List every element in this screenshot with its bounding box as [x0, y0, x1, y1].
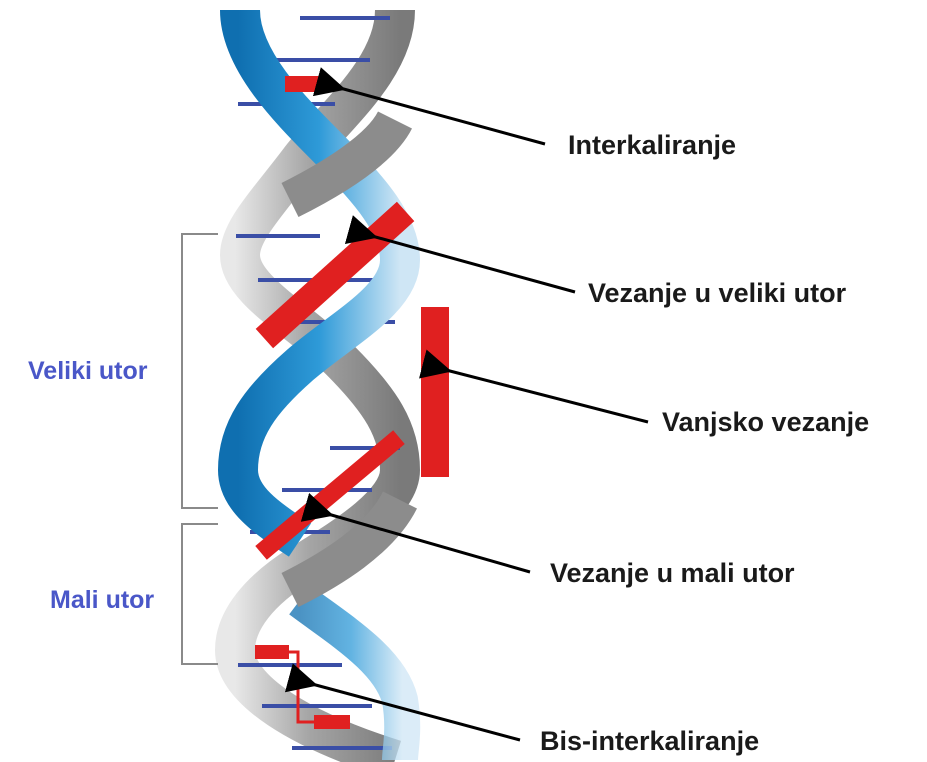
- label-major-groove-binding: Vezanje u veliki utor: [588, 278, 847, 308]
- label-bis-intercalation: Bis-interkaliranje: [540, 726, 759, 756]
- label-minor-groove: Mali utor: [50, 586, 154, 614]
- label-external-binding: Vanjsko vezanje: [662, 407, 869, 437]
- groove-brackets: [182, 234, 218, 664]
- intercalator-ligand: [285, 76, 323, 92]
- minor-groove-bracket: [182, 524, 218, 664]
- label-major-groove: Veliki utor: [28, 357, 148, 385]
- major-groove-bracket: [182, 234, 218, 508]
- bis-intercalator-ligand-bottom: [314, 715, 350, 729]
- label-intercalation: Interkaliranje: [568, 130, 736, 160]
- bis-intercalator-ligand-top: [255, 645, 289, 659]
- arrow-external-binding: [446, 370, 648, 422]
- external-ligand: [421, 307, 449, 477]
- label-minor-groove-binding: Vezanje u mali utor: [550, 558, 795, 588]
